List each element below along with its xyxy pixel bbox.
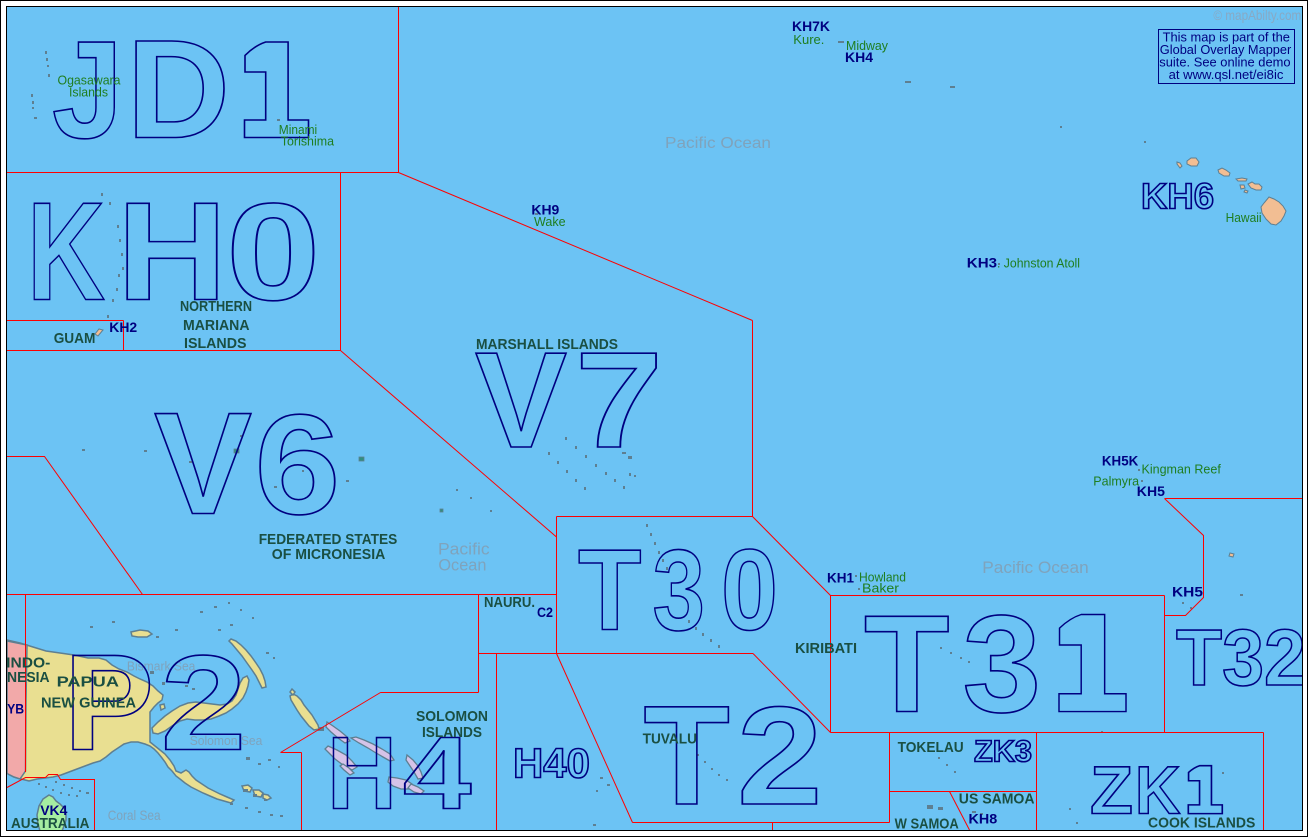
svg-text:K: K: [27, 173, 105, 330]
svg-text:0: 0: [721, 527, 778, 655]
svg-text:TUVALU: TUVALU: [643, 731, 697, 748]
svg-text:Pacific: Pacific: [438, 540, 490, 559]
svg-text:V: V: [475, 324, 567, 476]
svg-text:Coral Sea: Coral Sea: [108, 807, 161, 823]
svg-text:GUAM: GUAM: [54, 330, 96, 347]
svg-text:H: H: [327, 716, 397, 831]
svg-text:VK4: VK4: [40, 802, 67, 818]
svg-text:NEW GUINEA: NEW GUINEA: [41, 695, 136, 712]
svg-text:Pacific Ocean: Pacific Ocean: [982, 559, 1088, 577]
svg-text:Wake: Wake: [534, 214, 566, 229]
svg-text:P: P: [64, 626, 154, 779]
svg-text:T: T: [644, 676, 730, 834]
svg-text:INDO-: INDO-: [6, 655, 50, 672]
svg-text:H: H: [117, 173, 227, 330]
svg-text:SOLOMON: SOLOMON: [416, 708, 488, 725]
svg-text:KIRIBATI: KIRIBATI: [795, 640, 857, 657]
svg-text:Hawaii: Hawaii: [1226, 210, 1262, 225]
svg-text:KH4: KH4: [845, 49, 873, 65]
svg-text:US SAMOA: US SAMOA: [959, 791, 1035, 808]
svg-text:NAURU.: NAURU.: [484, 594, 535, 611]
svg-text:TOKELAU: TOKELAU: [898, 739, 964, 756]
svg-text:Midway: Midway: [846, 38, 888, 53]
svg-text:© mapAbilty.com: © mapAbilty.com: [1213, 7, 1301, 23]
svg-text:KH6: KH6: [1141, 176, 1214, 217]
svg-text:0: 0: [226, 176, 320, 330]
svg-text:Ocean: Ocean: [438, 556, 486, 575]
svg-text:Minami: Minami: [279, 122, 317, 137]
svg-text:. Johnston Atoll: . Johnston Atoll: [997, 256, 1080, 271]
svg-text:T: T: [578, 527, 642, 655]
svg-text:V: V: [154, 382, 252, 545]
svg-text:Islands: Islands: [69, 85, 108, 100]
svg-text:AUSTRALIA: AUSTRALIA: [11, 815, 90, 832]
svg-text:6: 6: [255, 386, 341, 545]
svg-text:Torishima: Torishima: [281, 134, 335, 149]
svg-text:2: 2: [161, 628, 247, 779]
svg-text:3: 3: [653, 527, 706, 655]
svg-text:KH3: KH3: [967, 255, 997, 271]
svg-text:Ogasawara: Ogasawara: [58, 73, 122, 88]
svg-text:Bismark Sea: Bismark Sea: [127, 659, 196, 674]
svg-text:KH1: KH1: [827, 570, 854, 586]
svg-text:Kingman Reef: Kingman Reef: [1142, 462, 1222, 477]
svg-text:MARIANA: MARIANA: [183, 317, 250, 334]
svg-text:K: K: [1135, 754, 1181, 829]
svg-text:KH9: KH9: [531, 202, 559, 218]
svg-text:Global Overlay Mapper: Global Overlay Mapper: [1160, 43, 1292, 57]
svg-text:KH2: KH2: [109, 319, 137, 335]
svg-text:KH5: KH5: [1137, 483, 1165, 499]
svg-text:NORTHERN: NORTHERN: [180, 298, 252, 315]
svg-text:ISLANDS: ISLANDS: [184, 335, 247, 352]
svg-text:Baker: Baker: [862, 581, 900, 596]
svg-text:D: D: [127, 11, 231, 168]
svg-text:3: 3: [963, 588, 1042, 742]
svg-text:at www.qsl.net/ei8ic: at www.qsl.net/ei8ic: [1169, 68, 1284, 82]
svg-text:2: 2: [737, 678, 823, 834]
svg-text:YB: YB: [7, 701, 24, 717]
svg-text:This map is part of the: This map is part of the: [1163, 31, 1290, 45]
svg-text:NESIA: NESIA: [7, 669, 50, 686]
svg-text:KH5K: KH5K: [1102, 453, 1138, 469]
svg-text:PAPUA: PAPUA: [57, 674, 120, 691]
svg-text:T32: T32: [1176, 613, 1306, 702]
svg-text:C2: C2: [537, 604, 553, 620]
svg-text:ZK3: ZK3: [974, 735, 1032, 769]
svg-text:OF MICRONESIA: OF MICRONESIA: [272, 546, 386, 563]
svg-text:COOK ISLANDS: COOK ISLANDS: [1148, 815, 1255, 832]
svg-text:J: J: [52, 13, 123, 168]
svg-text:KH7K: KH7K: [792, 18, 830, 34]
svg-text:4: 4: [403, 716, 472, 831]
svg-text:KH5: KH5: [1172, 584, 1203, 600]
svg-text:Palmyra: Palmyra: [1093, 474, 1140, 489]
svg-text:T: T: [864, 588, 950, 742]
svg-text:Solomon Sea: Solomon Sea: [190, 733, 263, 748]
svg-text:Z: Z: [1090, 754, 1133, 829]
svg-text:FEDERATED STATES: FEDERATED STATES: [259, 531, 398, 548]
svg-text:H40: H40: [513, 740, 590, 787]
svg-text:MARSHALL ISLANDS: MARSHALL ISLANDS: [476, 336, 618, 353]
svg-text:Pacific Ocean: Pacific Ocean: [665, 135, 771, 152]
svg-text:KH8: KH8: [969, 811, 998, 827]
svg-text:suite. See online demo: suite. See online demo: [1159, 56, 1290, 70]
svg-text:7: 7: [575, 324, 663, 476]
svg-text:W SAMOA: W SAMOA: [895, 816, 959, 833]
svg-text:Kure.: Kure.: [793, 32, 824, 47]
svg-text:Howland: Howland: [859, 570, 906, 585]
svg-text:ISLANDS: ISLANDS: [422, 724, 482, 741]
